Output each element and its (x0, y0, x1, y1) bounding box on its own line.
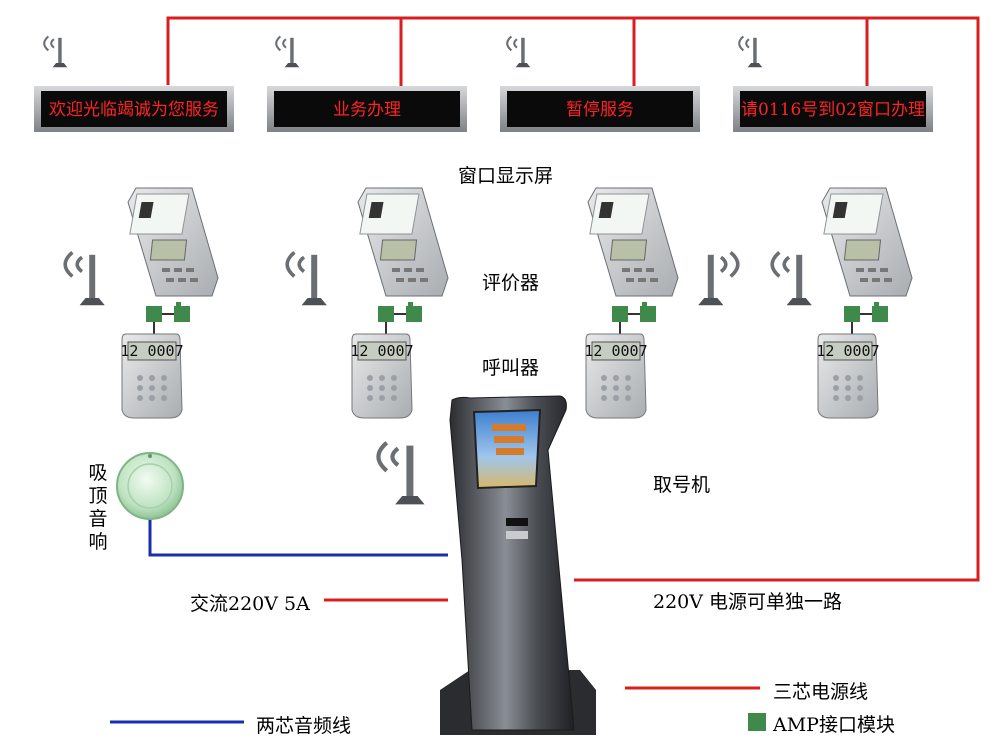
label-evaluator: 评价器 (482, 272, 540, 294)
amp-module (612, 302, 656, 336)
amp-modules (146, 302, 888, 731)
evaluator-device (821, 187, 913, 297)
led-display-text: 请0116号到02窗口办理 (741, 100, 925, 120)
led-display-4: 请0116号到02窗口办理 (733, 86, 933, 132)
caller-device: 12 0007 (120, 333, 184, 419)
label-caller: 呼叫器 (482, 357, 540, 379)
led-display-text: 暂停服务 (566, 100, 634, 120)
caller-lcd-readout: 12 0007 (350, 342, 413, 360)
label-ticket-machine: 取号机 (653, 474, 711, 496)
caller-device: 12 0007 (350, 333, 414, 419)
amp-module (378, 302, 422, 336)
power-wiring (166, 16, 980, 690)
label-window-display: 窗口显示屏 (458, 165, 554, 187)
audio-line-speaker (148, 505, 448, 557)
evaluator-device (127, 187, 219, 297)
amp-module (844, 302, 888, 336)
antenna-icon (506, 35, 531, 68)
antenna-icon (63, 251, 105, 306)
antenna-icon-mirrored (698, 251, 740, 306)
ceiling-speaker (116, 452, 184, 520)
led-display-text: 欢迎光临竭诚为您服务 (49, 100, 219, 120)
evaluator-device (587, 187, 679, 297)
legend-amp-module-label: AMP接口模块 (773, 714, 895, 736)
evaluator-device (357, 187, 449, 297)
ticket-kiosk (440, 395, 596, 735)
led-display-1: 欢迎光临竭诚为您服务 (34, 86, 234, 132)
antenna-icons (43, 35, 812, 505)
legend-green-square-icon (748, 713, 766, 731)
antenna-icon (285, 251, 327, 306)
legend-audio-line-label: 两芯音频线 (256, 715, 352, 737)
power-line-trunk (166, 16, 980, 582)
antenna-icon (738, 35, 763, 68)
legend-power-line-label: 三芯电源线 (773, 681, 869, 703)
led-display-2: 业务办理 (267, 86, 467, 132)
caller-lcd-readout: 12 0007 (584, 342, 647, 360)
antenna-icon (770, 251, 812, 306)
led-display-3: 暂停服务 (500, 86, 700, 132)
caller-lcd-readout: 12 0007 (120, 342, 183, 360)
amp-module (146, 302, 190, 336)
antenna-icon (275, 35, 300, 68)
caller-device: 12 0007 (816, 333, 880, 419)
caller-device: 12 0007 (584, 333, 648, 419)
label-ceiling-speaker: 吸顶音响 (88, 462, 108, 553)
antenna-icon (376, 441, 425, 505)
led-display-text: 业务办理 (333, 100, 401, 120)
label-ac-power: 交流220V 5A (190, 593, 310, 615)
label-separate-power: 220V 电源可单独一路 (653, 591, 843, 613)
antenna-icon (43, 35, 68, 68)
caller-lcd-readout: 12 0007 (816, 342, 879, 360)
audio-wiring (110, 505, 448, 724)
